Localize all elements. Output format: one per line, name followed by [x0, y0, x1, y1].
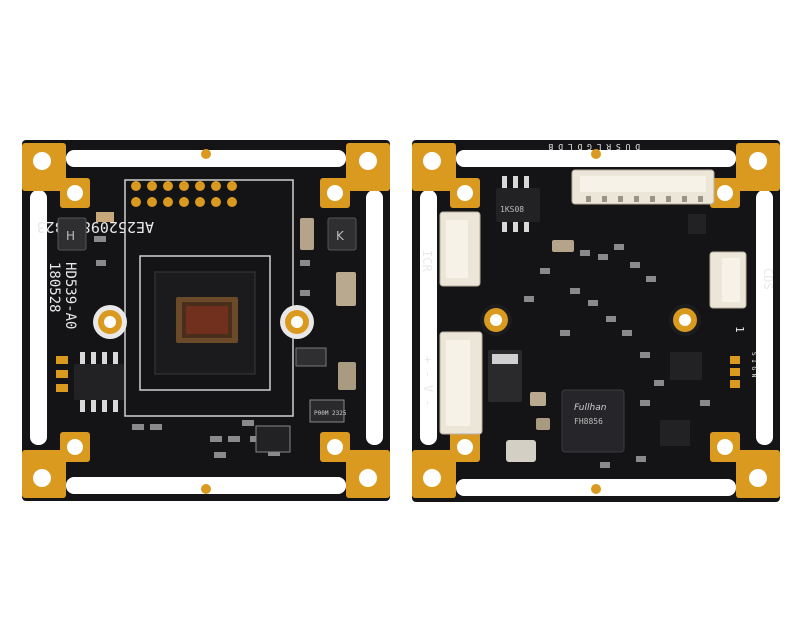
left-corner-pads — [22, 143, 390, 498]
label-icr: ICR — [420, 250, 434, 272]
soc-part-number: FH8856 — [574, 417, 603, 426]
right-small-chip-mark: 1KS08 — [500, 205, 524, 214]
right-header-pin-labels: D U S R L G D L D B — [548, 142, 640, 151]
soc-chip: Fullhan FH8856 — [561, 389, 625, 453]
soc-brand: Fullhan — [574, 403, 607, 413]
right-top-chip: 1KS08 — [496, 176, 540, 232]
cds-connector — [709, 251, 747, 309]
top-connector — [571, 169, 715, 205]
svg-text:K: K — [336, 229, 345, 243]
power-connector — [439, 331, 483, 435]
left-solder-pad-row — [131, 181, 237, 207]
icr-connector — [439, 211, 481, 287]
label-one: 1 — [733, 326, 746, 333]
left-date-label: 180528 — [46, 262, 62, 313]
side-pin-pads — [730, 356, 740, 388]
left-model-label: HD539-A0 — [62, 262, 78, 329]
svg-text:H: H — [66, 229, 75, 243]
side-pin-labels: S I G N — [750, 352, 757, 378]
label-cds: CDS — [761, 268, 775, 290]
left-chip-mark: P00M 2325 — [314, 410, 347, 417]
label-power: + - V - — [421, 356, 435, 407]
left-top-code: AE2520982 323 — [37, 218, 154, 236]
right-pcb-board: D U S R L G D L D B 1KS08 — [412, 140, 780, 502]
left-soic-chip — [74, 352, 124, 412]
left-pcb-board: AE2520982 323 HD539-A0 180528 H K — [22, 140, 390, 501]
image-sensor-chip — [176, 297, 238, 343]
